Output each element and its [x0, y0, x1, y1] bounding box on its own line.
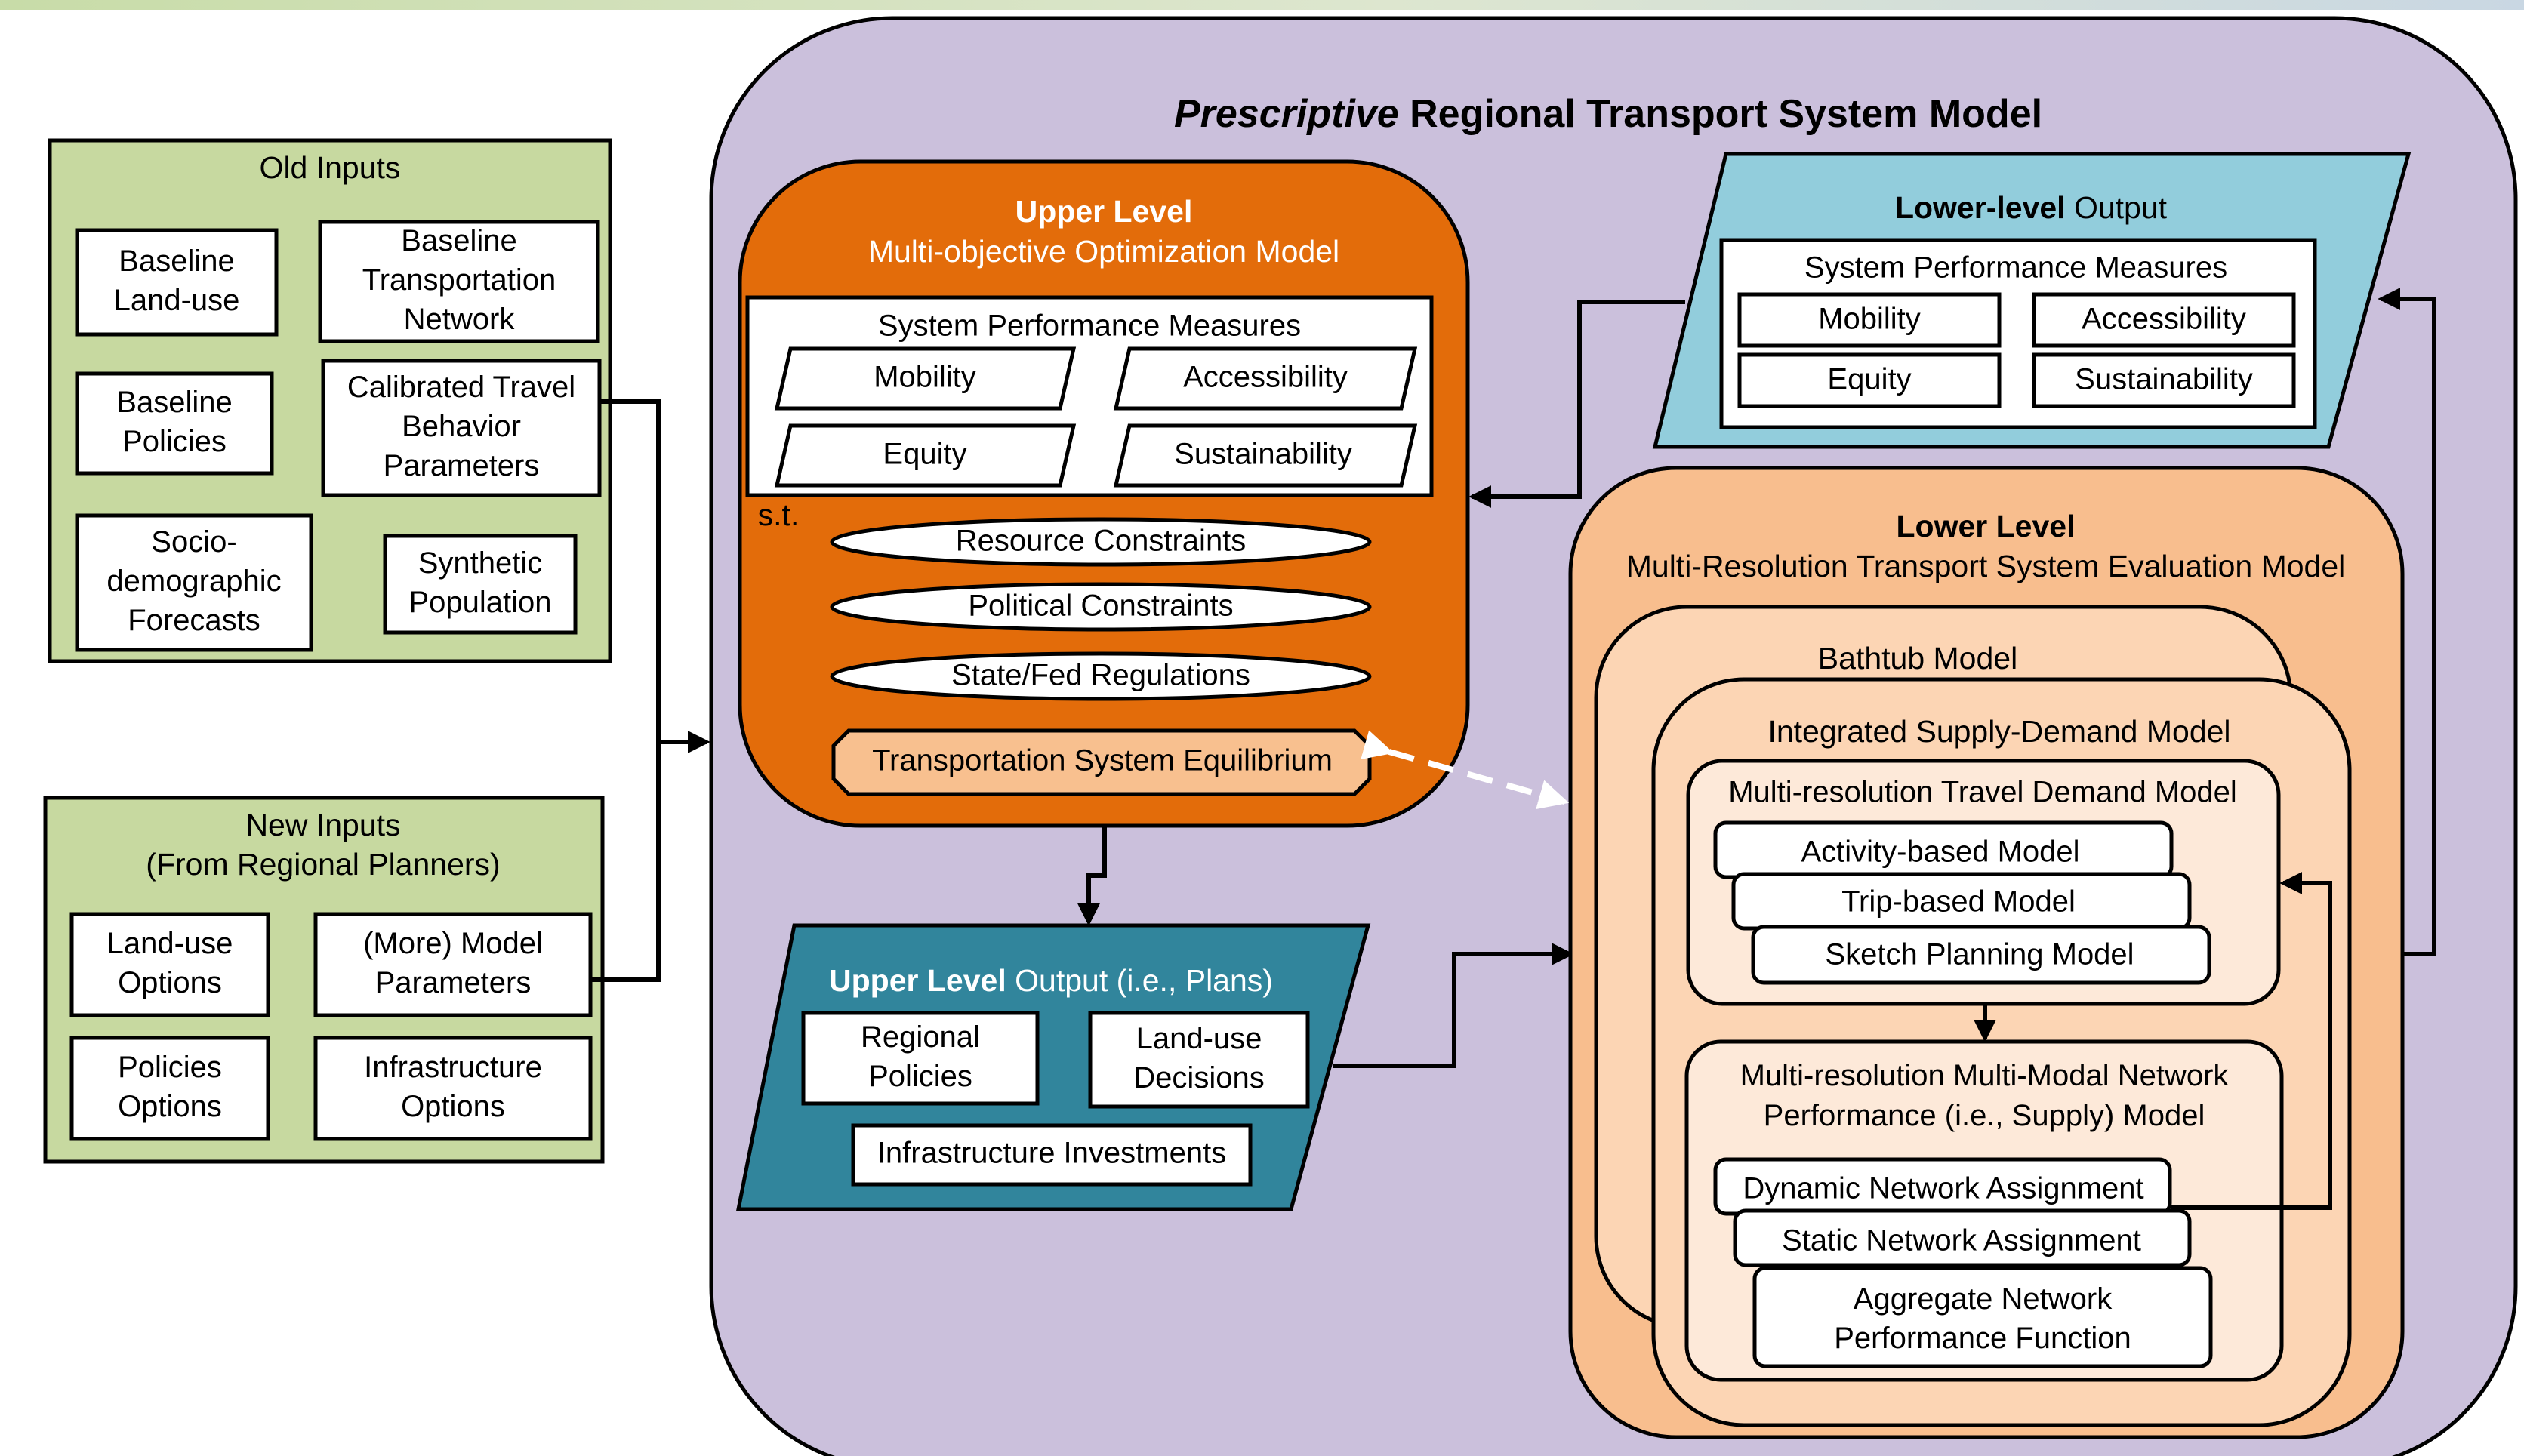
lower-measure-box — [2032, 292, 2296, 348]
lower-measure-label: Sustainability — [2075, 363, 2253, 396]
supply-model-label: Dynamic Network Assignment — [1743, 1172, 2143, 1205]
upper-spm-title: System Performance Measures — [878, 309, 1301, 343]
supply-model-box — [1752, 1266, 2213, 1368]
demand-model-label: Sketch Planning Model — [1825, 938, 2134, 971]
upper-level-subtitle: Multi-objective Optimization Model — [868, 234, 1339, 269]
equilibrium-box — [831, 728, 1372, 796]
upper-measure-box — [1113, 423, 1418, 488]
lower-spm-title: System Performance Measures — [1804, 251, 2227, 285]
lower-measure-label: Equity — [1827, 363, 1911, 396]
lower-output-title: Lower-level Output — [1895, 190, 2168, 225]
equilibrium-label: Transportation System Equilibrium — [872, 744, 1333, 777]
upper-output-box — [1088, 1011, 1310, 1109]
lower-level-subtitle: Multi-Resolution Transport System Evalua… — [1626, 549, 2346, 583]
upper-measure-box — [1113, 346, 1418, 411]
st-label: s.t. — [758, 497, 800, 532]
constraint-ellipse — [830, 651, 1372, 701]
integrated-model-label: Integrated Supply-Demand Model — [1767, 714, 2230, 749]
new-input-box — [313, 1036, 593, 1141]
demand-model-label: Activity-based Model — [1801, 836, 2079, 869]
travel-demand-title: Multi-resolution Travel Demand Model — [1728, 776, 2237, 809]
lower-measure-box — [2032, 352, 2296, 408]
lower-measure-box — [1737, 292, 2002, 348]
constraint-label: Resource Constraints — [956, 525, 1247, 558]
lower-measure-label: Mobility — [1818, 303, 1921, 336]
main-title: Prescriptive Regional Transport System M… — [1174, 92, 2042, 136]
top-band — [0, 0, 2524, 10]
old-input-box — [75, 228, 279, 337]
upper-measure-box — [774, 423, 1077, 488]
demand-model-box — [1751, 925, 2211, 985]
new-inputs-group: New Inputs(From Regional Planners) Land-… — [43, 796, 605, 1164]
supply-model-label: Static Network Assignment — [1782, 1224, 2141, 1257]
output-to-lower-arrow — [1333, 943, 1574, 1068]
constraint-ellipse — [830, 582, 1372, 632]
upper-measure-box — [774, 346, 1077, 411]
demand-model-label: Trip-based Model — [1841, 885, 2076, 919]
constraint-ellipse — [830, 517, 1372, 567]
equilibrium-link-arrow — [1361, 730, 1570, 810]
old-input-box — [75, 513, 313, 652]
feedback-to-upper-arrow — [1468, 300, 1685, 508]
new-input-box — [69, 1036, 270, 1141]
upper-measure-label: Accessibility — [1183, 361, 1348, 394]
lower-level-title: Lower Level — [1897, 509, 2076, 543]
lower-measure-label: Accessibility — [2082, 303, 2246, 336]
lower-output-group: Lower-level Output System Performance Me… — [1652, 152, 2412, 449]
lower-to-output-arrow — [2378, 288, 2436, 956]
constraint-label: State/Fed Regulations — [951, 659, 1250, 692]
supply-model-box — [1733, 1208, 2192, 1267]
new-input-box — [69, 912, 270, 1017]
old-input-box — [318, 220, 600, 343]
upper-measure-label: Equity — [883, 438, 966, 471]
upper-output-group: Upper Level Output (i.e., Plans) Regiona… — [735, 923, 1371, 1211]
old-input-box — [321, 359, 602, 497]
upper-measure-label: Sustainability — [1174, 438, 1352, 471]
upper-output-title: Upper Level Output (i.e., Plans) — [829, 963, 1273, 998]
old-inputs-connector — [599, 399, 661, 742]
new-input-box — [313, 912, 593, 1017]
constraint-label: Political Constraints — [968, 589, 1233, 623]
upper-to-output-arrow — [1077, 826, 1107, 926]
lower-measure-box — [1737, 352, 2002, 408]
old-input-box — [75, 371, 274, 476]
old-inputs-title: Old Inputs — [260, 150, 401, 185]
supply-to-demand-loop-arrow — [2171, 872, 2332, 1210]
upper-output-box — [851, 1123, 1253, 1187]
new-inputs-title: New Inputs(From Regional Planners) — [146, 808, 500, 882]
upper-output-box — [801, 1011, 1040, 1106]
old-input-box — [383, 534, 578, 635]
upper-output-label: Infrastructure Investments — [877, 1137, 1226, 1170]
upper-measure-label: Mobility — [874, 361, 976, 394]
new-inputs-connector — [590, 742, 661, 982]
upper-level-group: Upper Level Multi-objective Optimization… — [738, 159, 1470, 828]
bathtub-model-label: Bathtub Model — [1818, 641, 2017, 676]
upper-level-title: Upper Level — [1015, 194, 1193, 229]
lower-level-group: Lower Level Multi-Resolution Transport S… — [1568, 466, 2405, 1439]
